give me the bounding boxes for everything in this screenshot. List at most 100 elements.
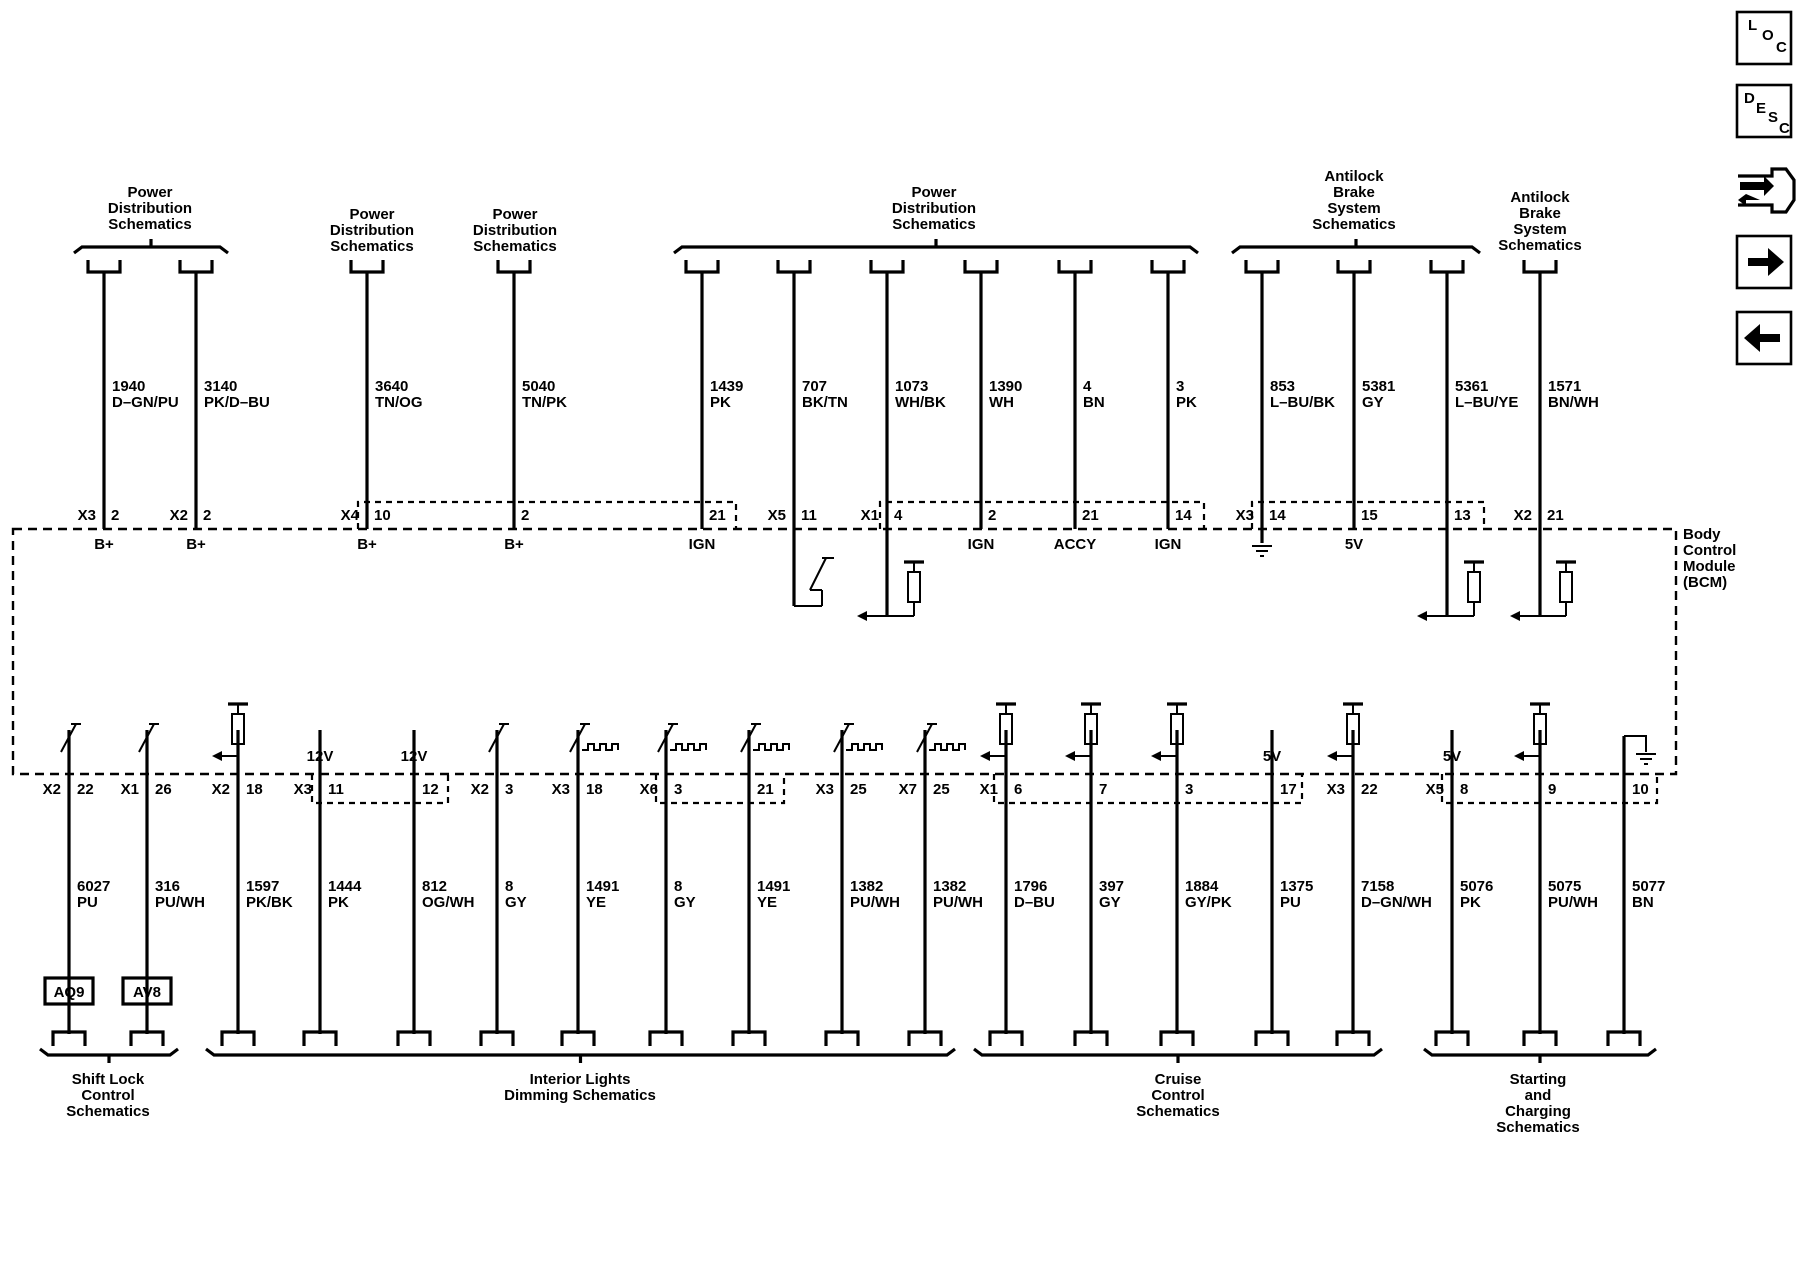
connector-id: X3 <box>552 781 570 798</box>
group-bracket <box>973 1047 1383 1057</box>
circuit-number: 5077 <box>1632 878 1665 895</box>
option-code-box <box>43 976 95 1006</box>
wire-color: PK/D–BU <box>204 394 270 411</box>
circuit-number: 1382 <box>850 878 883 895</box>
connector-terminal <box>1254 1030 1290 1046</box>
schematic-ref-line: Brake <box>1333 184 1375 201</box>
connector-terminal <box>479 1030 515 1046</box>
connector-id: X2 <box>1514 507 1532 524</box>
schematic-ref-line: Antilock <box>1510 189 1570 206</box>
pin-number: 18 <box>246 781 263 798</box>
connector-terminal <box>220 1030 256 1046</box>
loc-button[interactable]: LOC <box>1735 10 1793 66</box>
loc-letter: L <box>1748 17 1757 34</box>
connector-terminal <box>1159 1030 1195 1046</box>
pin-function: B+ <box>504 536 524 553</box>
connector-terminal <box>51 1030 87 1046</box>
circuit-number: 5075 <box>1548 878 1581 895</box>
connector-id: X3 <box>1236 507 1254 524</box>
connector-terminal <box>1336 260 1372 274</box>
pin-number: 8 <box>1460 781 1468 798</box>
connector-terminal <box>1244 260 1280 274</box>
pin-number: 9 <box>1548 781 1556 798</box>
wire-color: PU/WH <box>850 894 900 911</box>
wire-color: GY <box>505 894 527 911</box>
switch-blade <box>488 723 505 753</box>
pin-number: 15 <box>1361 507 1378 524</box>
connector-nav-icon[interactable] <box>1738 167 1796 214</box>
pin-number: 2 <box>111 507 119 524</box>
signal-arrowhead <box>1065 751 1075 761</box>
signal-arrowhead <box>1151 751 1161 761</box>
forward-arrow-icon[interactable] <box>1735 234 1793 290</box>
schematic-ref-line: Schematics <box>1136 1103 1219 1120</box>
signal-arrowhead <box>1417 611 1427 621</box>
pin-number: 22 <box>1361 781 1378 798</box>
circuit-number: 1491 <box>757 878 790 895</box>
pin-number: 10 <box>374 507 391 524</box>
schematic-ref-line: Power <box>492 206 537 223</box>
connector-terminal <box>178 260 214 274</box>
connector-arrow <box>1738 194 1760 206</box>
circuit-number: 1444 <box>328 878 362 895</box>
wire-color: GY <box>1099 894 1121 911</box>
connector-terminal <box>907 1030 943 1046</box>
connector-id: X3 <box>816 781 834 798</box>
supply-voltage: 5V <box>1443 748 1461 765</box>
pin-number: 2 <box>521 507 529 524</box>
connector-terminal <box>988 1030 1024 1046</box>
circuit-number: 812 <box>422 878 447 895</box>
connector-id: X3 <box>294 781 312 798</box>
desc-letter: C <box>1779 120 1790 137</box>
wire-color: TN/PK <box>522 394 567 411</box>
pwm-signal <box>753 743 790 751</box>
switch-blade <box>740 723 757 753</box>
pwm-signal <box>582 743 619 751</box>
connector-terminal <box>1335 1030 1371 1046</box>
wire-color: L–BU/YE <box>1455 394 1518 411</box>
wire-color: GY/PK <box>1185 894 1232 911</box>
circuit-number: 397 <box>1099 878 1124 895</box>
module-label-line: Module <box>1683 558 1736 575</box>
desc-letter: E <box>1756 100 1766 117</box>
connector-terminal <box>648 1030 684 1046</box>
pin-number: 25 <box>933 781 950 798</box>
wire-color: GY <box>674 894 696 911</box>
wire-color: WH <box>989 394 1014 411</box>
schematic-ref-line: Power <box>349 206 394 223</box>
circuit-number: 4 <box>1083 378 1092 395</box>
desc-letter: S <box>1768 109 1778 126</box>
connector-terminal <box>869 260 905 274</box>
connector-group-outline <box>356 500 738 529</box>
wire-color: WH/BK <box>895 394 946 411</box>
pwm-signal <box>670 743 707 751</box>
circuit-number: 1439 <box>710 378 743 395</box>
schematic-ref-line: Starting <box>1510 1071 1567 1088</box>
circuit-number: 5361 <box>1455 378 1488 395</box>
connector-id: X2 <box>471 781 489 798</box>
back-arrow-icon[interactable] <box>1735 310 1793 366</box>
module-label-line: (BCM) <box>1683 574 1727 591</box>
schematic-ref-line: Cruise <box>1155 1071 1202 1088</box>
loc-letter: O <box>1762 27 1774 44</box>
module-label-line: Body <box>1683 526 1721 543</box>
schematic-ref-line: Schematics <box>473 238 556 255</box>
